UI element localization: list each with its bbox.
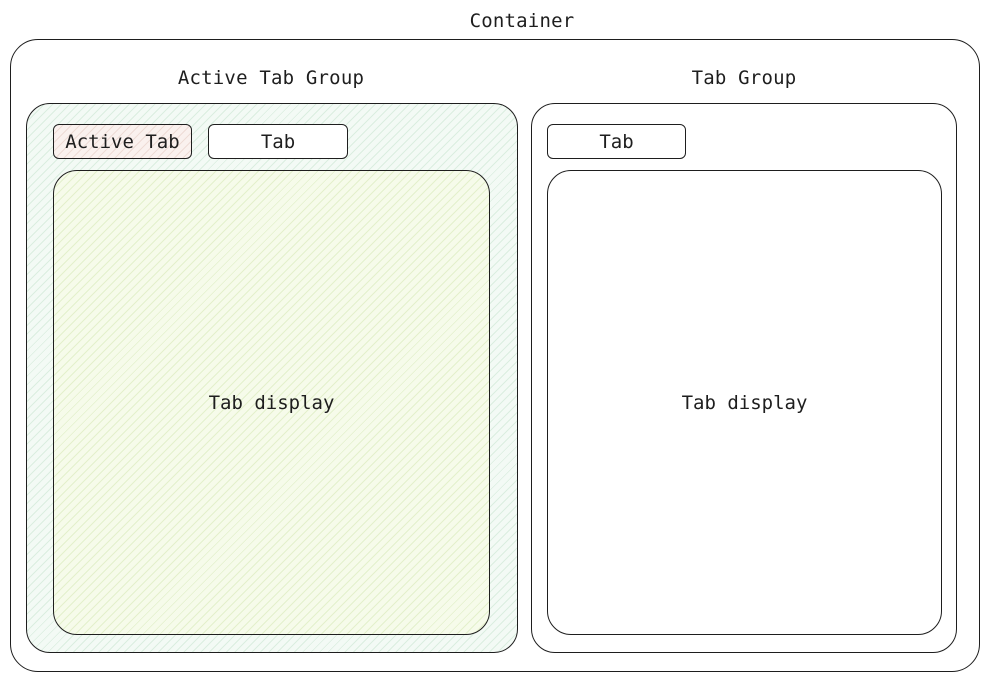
active-tab-display: Tab display: [53, 170, 490, 635]
active-tab[interactable]: Active Tab: [53, 124, 192, 159]
tab-display-label: Tab display: [681, 391, 808, 414]
container-box: [10, 39, 980, 672]
active-tab-group-title: Active Tab Group: [177, 67, 365, 89]
tab-button[interactable]: Tab: [208, 124, 348, 159]
tab-group-title: Tab Group: [691, 67, 797, 89]
tab-button-group[interactable]: Tab: [547, 124, 686, 159]
active-tab-display-label: Tab display: [208, 391, 335, 414]
container-title: Container: [469, 10, 575, 32]
tab-group-box: [531, 103, 957, 653]
tab-display: Tab display: [547, 170, 942, 635]
